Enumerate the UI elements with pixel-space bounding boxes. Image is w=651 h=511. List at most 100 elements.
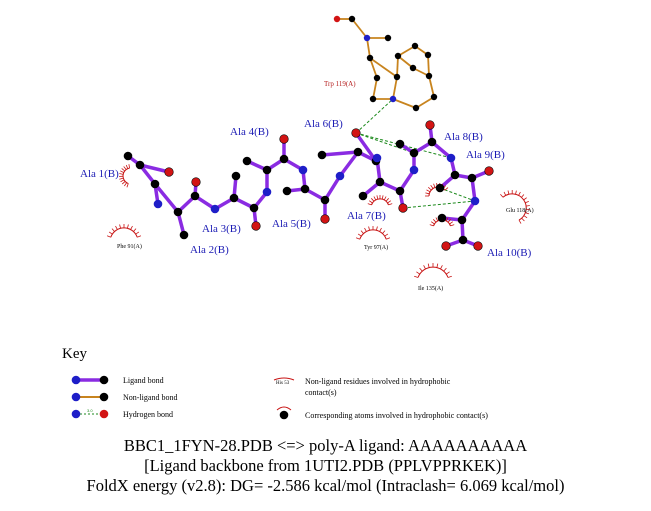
key-ligand-bond-label: Ligand bond <box>123 376 164 385</box>
carbon-atom <box>279 154 289 164</box>
phe91-contact-arc <box>106 224 142 238</box>
nitrogen-atom <box>262 187 272 197</box>
carbon-atom <box>458 235 468 245</box>
key-corresponding-atoms: Corresponding atoms involved in hydropho… <box>276 406 488 420</box>
residue-label-glu118: Glu 118(A) <box>506 207 534 214</box>
non-ligand-bond <box>396 55 399 78</box>
hydrophobic-contacts <box>106 164 530 278</box>
key-ligand-bond: Ligand bond <box>71 375 164 385</box>
carbon-atom <box>467 173 477 183</box>
caption-line-3: FoldX energy (v2.8): DG= -2.586 kcal/mol… <box>86 476 565 495</box>
carbon-atom <box>427 137 437 147</box>
glu118-contact-arc <box>500 190 530 224</box>
residue-label-ala6: Ala 6(B) <box>304 118 343 130</box>
hydrogen-bond <box>355 132 452 159</box>
carbon-atom <box>424 51 432 59</box>
carbon-atom <box>353 147 363 157</box>
oxygen-atom <box>484 166 494 176</box>
non-ligand-bond <box>428 75 435 98</box>
residue-label-trp119: Trp 119(A) <box>324 80 356 88</box>
ligand-bond <box>338 150 360 178</box>
carbon-atom <box>375 177 385 187</box>
carbon-atom <box>366 54 374 62</box>
carbon-atom <box>135 160 145 170</box>
carbon-atom <box>395 186 405 196</box>
carbon-atom <box>300 184 310 194</box>
residue-label-phe91: Phe 91(A) <box>117 243 142 250</box>
key-non-ligand-label-2: contact(s) <box>305 388 337 397</box>
carbon-atom <box>229 193 239 203</box>
carbon-atom <box>435 183 445 193</box>
non-ligand-bond <box>351 18 368 39</box>
key-title: Key <box>62 346 87 362</box>
non-ligand-bond <box>427 54 430 77</box>
hydrogen-bond <box>355 132 415 154</box>
non-ligand-bond <box>397 55 414 69</box>
nitrogen-atom <box>372 153 382 163</box>
key-hydrophobic-arc-icon <box>273 377 295 381</box>
residue-label-ala4: Ala 4(B) <box>230 126 269 138</box>
ligand-bond <box>321 150 359 157</box>
carbon-atom <box>282 186 292 196</box>
residue-label-tyr97: Tyr 97(A) <box>364 244 388 251</box>
oxygen-atom <box>473 241 483 251</box>
nitrogen-atom <box>409 165 419 175</box>
carbon-atom <box>411 42 419 50</box>
carbon-atom <box>393 73 401 81</box>
carbon-atom <box>457 215 467 225</box>
residue-label-ala5: Ala 5(B) <box>272 218 311 230</box>
nitrogen-atom <box>389 95 397 103</box>
oxygen-atom <box>441 241 451 251</box>
nitrogen-atom <box>446 153 456 163</box>
key-hydrogen-bond: 3.0 Hydrogen bond <box>71 408 173 419</box>
carbon-atom <box>348 15 356 23</box>
carbon-atom <box>369 95 377 103</box>
key-hydrogen-bond-label: Hydrogen bond <box>123 410 173 419</box>
key-corresponding-arc-icon <box>276 406 292 411</box>
ligplot-diagram: Ala 1(B) Ala 2(B) Ala 3(B) Ala 4(B) Ala … <box>62 15 534 420</box>
carbon-atom <box>262 165 272 175</box>
residue-label-ala1: Ala 1(B) <box>80 168 119 180</box>
carbon-atom <box>231 171 241 181</box>
nitrogen-atom <box>153 199 163 209</box>
carbon-atom <box>395 139 405 149</box>
non-ligand-bond <box>366 37 371 59</box>
nitrogen-atom <box>335 171 345 181</box>
non-ligand-bond <box>415 96 435 109</box>
hydrogen-bond <box>439 187 476 202</box>
non-ligand-bond <box>372 77 378 100</box>
ligand-bond <box>153 182 180 214</box>
key-non-ligand-bond: Non-ligand bond <box>71 392 177 402</box>
non-ligand-bond <box>369 57 398 78</box>
residue-label-ala3: Ala 3(B) <box>202 223 241 235</box>
oxygen-atom <box>279 134 289 144</box>
residue-label-ala10: Ala 10(B) <box>487 247 532 259</box>
nitrogen-atom <box>470 196 480 206</box>
oxygen-atom <box>164 167 174 177</box>
non-ligand-bond <box>392 98 417 109</box>
oxygen-atom <box>251 221 261 231</box>
carbon-atom <box>373 74 381 82</box>
residue-label-ala8: Ala 8(B) <box>444 131 483 143</box>
carbon-atom <box>412 104 420 112</box>
hydrogen-bond <box>402 200 476 209</box>
oxygen-atom <box>333 15 341 23</box>
caption-line-2: [Ligand backbone from 1UTI2.PDB (PPLVPPR… <box>144 456 507 475</box>
atom-contact-arc <box>118 164 130 188</box>
tyr97-contact-arc <box>355 226 391 240</box>
residue-label-ala7: Ala 7(B) <box>347 210 386 222</box>
atoms <box>123 15 494 251</box>
oxygen-atom <box>191 177 201 187</box>
key-corresponding-label: Corresponding atoms involved in hydropho… <box>305 411 488 420</box>
carbon-atom <box>394 52 402 60</box>
ligand-bond <box>139 163 170 174</box>
nitrogen-atom <box>298 165 308 175</box>
oxygen-atom <box>425 120 435 130</box>
carbon-atom <box>358 191 368 201</box>
ligand-bond <box>354 131 378 163</box>
carbon-atom <box>249 203 259 213</box>
carbon-atom <box>384 34 392 42</box>
nitrogen-atom <box>210 204 220 214</box>
key-non-ligand-residue: His 53 Non-ligand residues involved in h… <box>273 377 451 397</box>
non-ligand-bond <box>392 76 398 100</box>
